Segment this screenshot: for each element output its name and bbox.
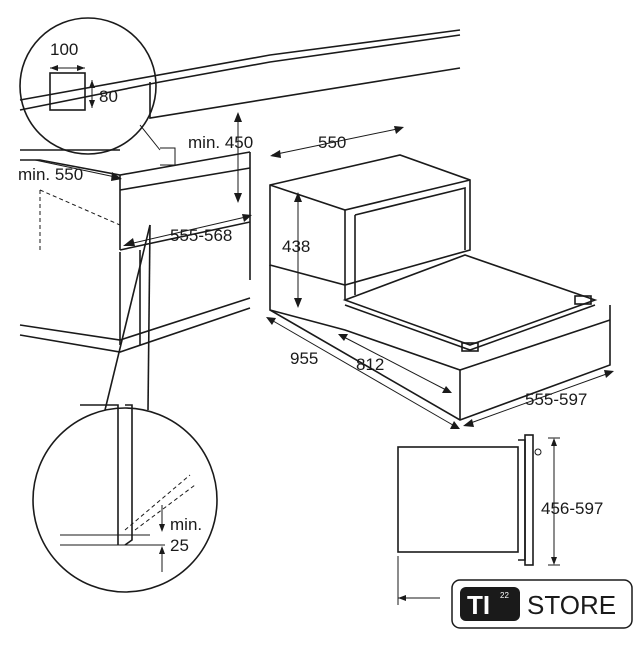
niche-depth-label: 555-568 — [170, 226, 232, 245]
brand-logo: TI 22 STORE — [451, 579, 633, 629]
gap-detail-circle — [32, 224, 218, 593]
vent-detail-circle — [19, 17, 161, 155]
depth-label: 555-597 — [525, 390, 587, 409]
height-label: 438 — [282, 237, 310, 256]
min-depth-label: min. 550 — [18, 165, 83, 184]
side-profile — [397, 434, 560, 605]
vent-width-label: 100 — [50, 40, 78, 59]
width-label: 550 — [318, 133, 346, 152]
vent-height-label: 80 — [99, 87, 118, 106]
brand-name: STORE — [527, 590, 616, 620]
rail-extension-label: 812 — [356, 355, 384, 374]
gap-min-label: min. — [170, 515, 202, 534]
kitchen-cabinet — [19, 29, 461, 353]
logo-text: TI — [467, 590, 490, 620]
gap-value-label: 25 — [170, 536, 189, 555]
dimension-lines-oven — [266, 126, 614, 429]
oven-unit — [269, 154, 611, 421]
rail-total-label: 955 — [290, 349, 318, 368]
front-height-label: 456-597 — [541, 499, 603, 518]
min-height-label: min. 450 — [188, 133, 253, 152]
logo-superscript: 22 — [500, 591, 509, 600]
